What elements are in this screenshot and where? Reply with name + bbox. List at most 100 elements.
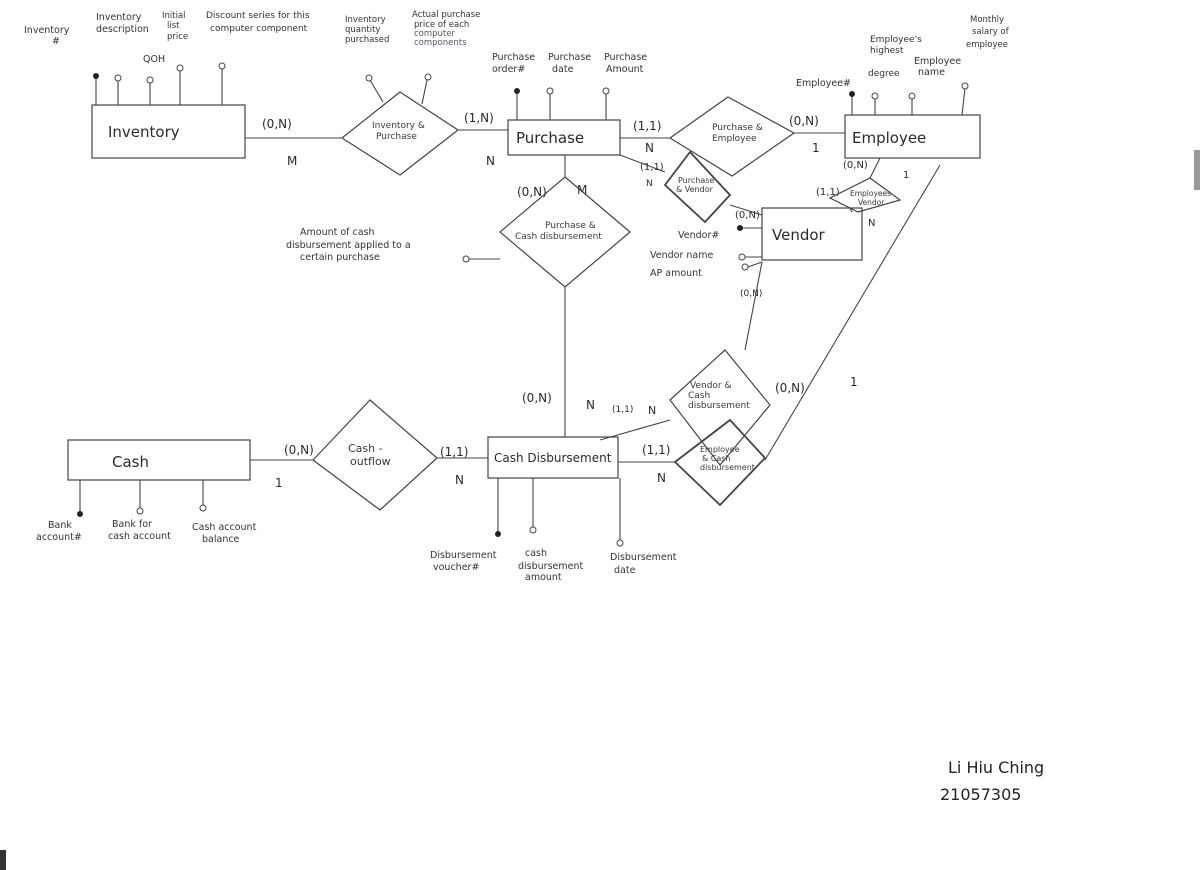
entity-label: Inventory xyxy=(108,123,180,141)
svg-text:N: N xyxy=(486,154,495,168)
rel-label: disbursement xyxy=(700,463,755,472)
entity-vendor[interactable]: Vendor xyxy=(761,207,863,261)
rel-label: Employee xyxy=(712,134,757,144)
entity-label: Employee xyxy=(852,129,926,147)
svg-text:(1,N): (1,N) xyxy=(464,111,494,125)
rel-label: Purchase & xyxy=(712,123,763,133)
rel-label: Purchase xyxy=(678,176,714,185)
rel-label: Inventory & xyxy=(372,121,425,131)
relationship-cash-outflow[interactable]: Cash -outflow xyxy=(312,399,438,511)
svg-text:N: N xyxy=(648,404,656,417)
student-id: 21057305 xyxy=(940,785,1021,804)
entity-label: Cash xyxy=(112,453,149,471)
svg-text:Inventory &Purchase: Inventory &Purchase xyxy=(372,121,425,142)
svg-text:N: N xyxy=(455,473,464,487)
svg-text:(0,N): (0,N) xyxy=(517,185,547,199)
rel-label: Cash - xyxy=(348,442,383,455)
relationship-purchase-vendor[interactable]: Purchase& Vendor xyxy=(663,150,732,224)
rel-label: Vendor & xyxy=(690,381,732,391)
svg-text:M: M xyxy=(287,154,297,168)
svg-text:(0,N): (0,N) xyxy=(262,117,292,131)
scan-edge xyxy=(1194,150,1200,190)
attr-employee-no: Employee# xyxy=(796,78,851,89)
svg-text:(0,N): (0,N) xyxy=(789,114,819,128)
svg-text:Purchase &Cash disbursement: Purchase &Cash disbursement xyxy=(515,221,602,242)
svg-text:(0,N): (0,N) xyxy=(740,289,762,299)
svg-text:Cash -outflow: Cash -outflow xyxy=(348,442,391,468)
svg-text:Purchase& Vendor: Purchase& Vendor xyxy=(676,176,714,194)
relationship-purchase-cash-disbursement[interactable]: Purchase &Cash disbursement xyxy=(499,176,631,288)
rel-label: Employee xyxy=(700,445,740,454)
rel-label: & Vendor xyxy=(676,185,714,194)
svg-text:N: N xyxy=(657,471,666,485)
rel-label: Vendor xyxy=(858,198,885,207)
entity-purchase[interactable]: Purchase xyxy=(507,119,621,156)
rel-label: Purchase & xyxy=(545,221,596,231)
svg-text:(1,1): (1,1) xyxy=(642,443,670,457)
svg-text:(0,N): (0,N) xyxy=(284,443,314,457)
svg-text:N: N xyxy=(868,218,875,229)
attribute-pins xyxy=(77,62,969,547)
attr-vendor-name: Vendor name xyxy=(650,250,713,261)
svg-text:(0,N): (0,N) xyxy=(522,391,552,405)
relationship-inventory-purchase[interactable]: Inventory &Purchase xyxy=(340,91,460,176)
entity-inventory[interactable]: Inventory xyxy=(91,104,246,159)
relationship-purchase-employee[interactable]: Purchase &Employee xyxy=(668,96,796,177)
entity-cash[interactable]: Cash xyxy=(67,439,251,481)
svg-text:(1,1): (1,1) xyxy=(612,405,633,415)
svg-text:(0,N): (0,N) xyxy=(843,160,868,171)
svg-text:(1,1): (1,1) xyxy=(816,187,840,198)
entity-label: Vendor xyxy=(772,226,826,244)
svg-text:1: 1 xyxy=(850,375,858,389)
rel-label: outflow xyxy=(350,455,391,468)
svg-text:(0,N): (0,N) xyxy=(735,210,760,221)
svg-text:(1,1): (1,1) xyxy=(640,162,664,173)
svg-text:Purchase &Employee: Purchase &Employee xyxy=(712,123,763,144)
attr-qoh: QOH xyxy=(143,54,165,65)
signature: Li Hiu Ching 21057305 xyxy=(940,758,1044,804)
entity-cash-disbursement[interactable]: Cash Disbursement xyxy=(487,436,619,479)
attr-ap-amount: AP amount xyxy=(650,268,702,279)
rel-label: Purchase xyxy=(376,132,417,142)
rel-label: Employees xyxy=(850,189,891,198)
svg-text:1: 1 xyxy=(903,170,909,181)
rel-label: Cash xyxy=(688,391,710,401)
svg-text:N: N xyxy=(586,398,595,412)
cardinality-labels: (0,N) M (1,N) N (1,1) N (0,N) 1 (1,1) N … xyxy=(262,111,909,490)
scan-edge xyxy=(0,850,6,870)
svg-text:(1,1): (1,1) xyxy=(440,445,468,459)
author-name: Li Hiu Ching xyxy=(948,758,1044,777)
svg-text:M: M xyxy=(577,183,587,197)
svg-text:1: 1 xyxy=(275,476,283,490)
svg-text:(1,1): (1,1) xyxy=(633,119,661,133)
rel-label: disbursement xyxy=(688,401,750,411)
relationship-lines xyxy=(245,129,941,463)
svg-text:1: 1 xyxy=(812,141,820,155)
rel-label: Cash disbursement xyxy=(515,232,602,242)
entity-employee[interactable]: Employee xyxy=(844,114,981,159)
